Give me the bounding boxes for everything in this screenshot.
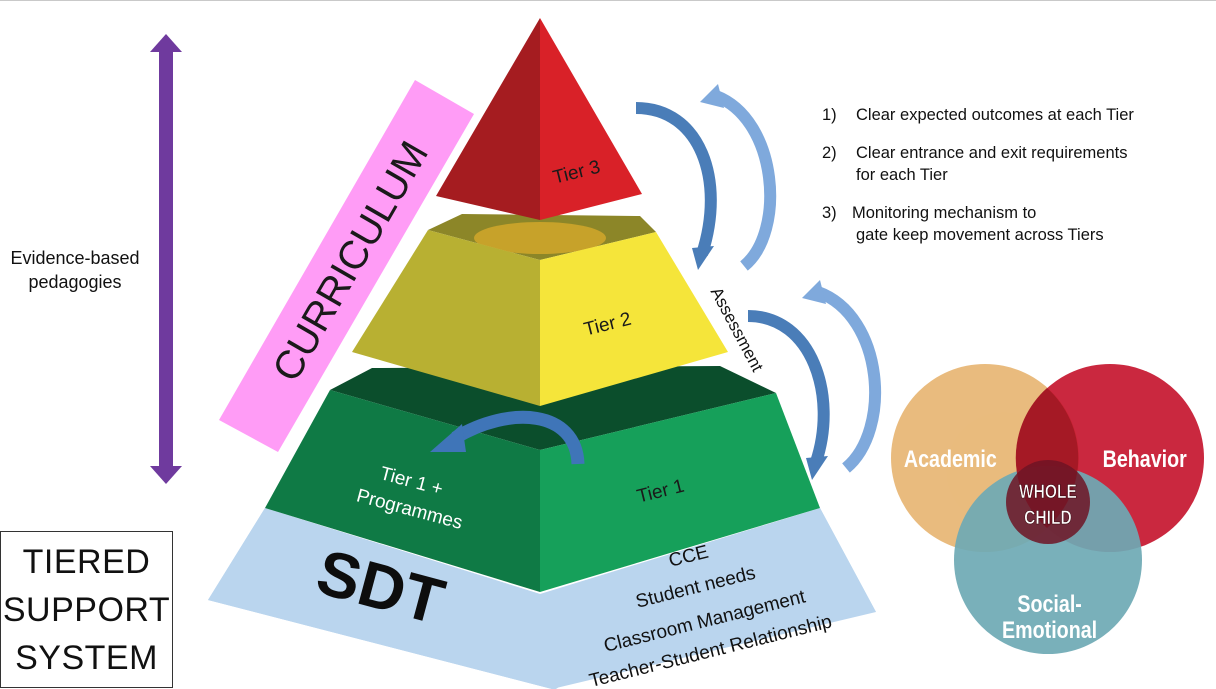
venn-center-label-line2: CHILD [1024, 507, 1072, 529]
tiered-box-line1: TIERED [22, 542, 151, 581]
list-item: 1) Clear expected outcomes at each Tier [822, 104, 1202, 126]
left-label-line1: Evidence-based [10, 248, 140, 268]
list-item-text: Clear entrance and exit requirements [856, 144, 1128, 162]
tier1-layer [265, 366, 820, 592]
requirements-list: 1) Clear expected outcomes at each Tier … [822, 104, 1202, 262]
evidence-based-pedagogies-label: Evidence-based pedagogies [0, 246, 150, 294]
venn-social-label-line2: Emotional [1002, 616, 1097, 643]
list-item-text: Monitoring mechanism to [852, 204, 1037, 222]
list-item-number: 3) [822, 204, 837, 222]
list-item: 3) Monitoring mechanism to gate keep mov… [822, 202, 1202, 246]
whole-child-venn: Academic Behavior Social- Emotional WHOL… [891, 364, 1204, 654]
tier2-layer [352, 214, 728, 406]
venn-center-label-line1: WHOLE [1019, 481, 1077, 503]
venn-social-circle [954, 466, 1142, 654]
upper-cycle-arrows [635, 84, 777, 271]
list-item-text: Clear expected outcomes at each Tier [856, 106, 1134, 124]
venn-academic-label: Academic [904, 445, 997, 472]
venn-behavior-label: Behavior [1103, 445, 1188, 472]
venn-social-label-line1: Social- [1017, 590, 1082, 617]
list-item: 2) Clear entrance and exit requirements … [822, 142, 1202, 186]
tier3-layer [436, 18, 642, 220]
assessment-label: Assessment [707, 284, 767, 375]
lower-cycle-arrows [747, 280, 882, 480]
base-layer-sdt [208, 508, 876, 689]
list-item-text-line2: gate keep movement across Tiers [856, 226, 1104, 244]
tier1-movement-arrow [430, 410, 585, 465]
list-item-number: 2) [822, 144, 837, 162]
tiered-box-line2: SUPPORT [2, 590, 171, 629]
tiered-box-line3: SYSTEM [15, 638, 158, 677]
tiered-support-system-box: TIERED SUPPORT SYSTEM [0, 531, 173, 688]
top-border-line [0, 0, 1216, 1]
left-label-line2: pedagogies [28, 272, 122, 292]
list-item-text-line2: for each Tier [856, 166, 948, 184]
list-item-number: 1) [822, 106, 837, 124]
purple-double-arrow [150, 34, 182, 484]
